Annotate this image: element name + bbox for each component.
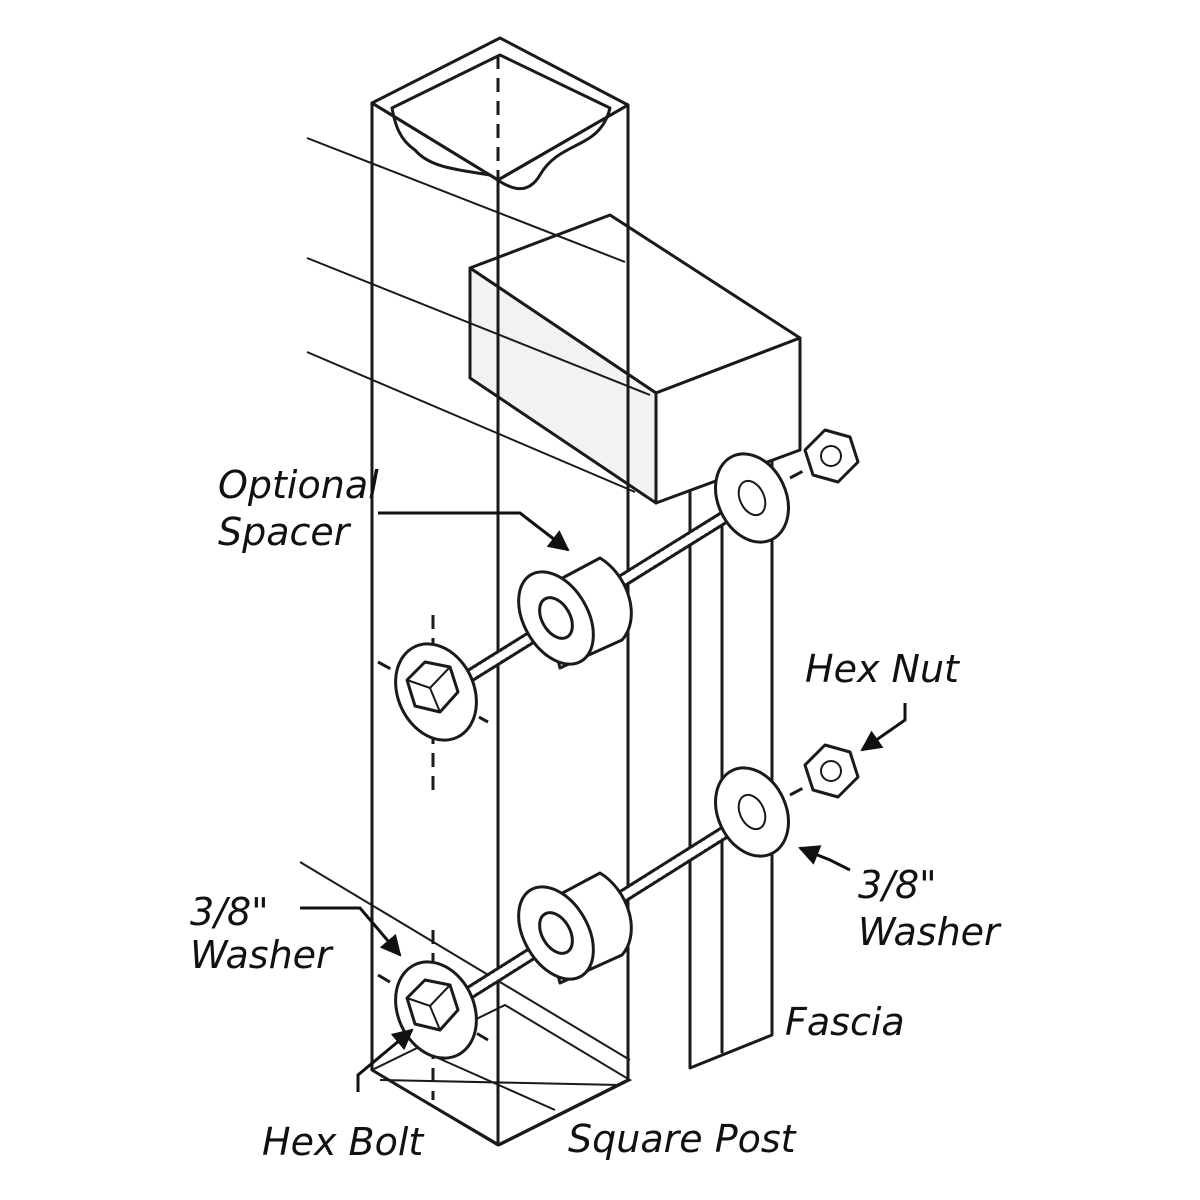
hex-bolt-head-upper <box>405 660 460 714</box>
label-optional-spacer-2: Spacer <box>218 510 352 554</box>
washer-upper-right <box>714 452 790 544</box>
fascia-board <box>468 213 802 1070</box>
lower-bolt-assembly <box>394 743 860 1060</box>
leader-lines <box>299 137 651 1061</box>
label-washer-right-2: Washer <box>858 910 1002 954</box>
callout-arrows <box>300 511 907 1092</box>
spacer-lower <box>517 871 633 985</box>
label-washer-left-2: Washer <box>190 933 334 977</box>
washer-lower-right <box>714 766 790 858</box>
hex-bolt-head-lower <box>405 978 460 1032</box>
labels: Optional Spacer Hex Nut 3/8" Washer 3/8"… <box>190 463 1002 1164</box>
label-optional-spacer-1: Optional <box>218 463 379 507</box>
hex-nut-lower <box>789 743 860 799</box>
label-square-post: Square Post <box>568 1117 798 1161</box>
label-washer-left-1: 3/8" <box>190 890 269 934</box>
label-fascia: Fascia <box>785 1000 905 1044</box>
label-hex-nut: Hex Nut <box>805 647 961 691</box>
upper-bolt-assembly <box>394 428 860 742</box>
label-hex-bolt: Hex Bolt <box>262 1120 425 1164</box>
hex-nut-upper <box>789 428 860 484</box>
spacer-upper <box>517 556 633 670</box>
label-washer-right-1: 3/8" <box>858 863 937 907</box>
